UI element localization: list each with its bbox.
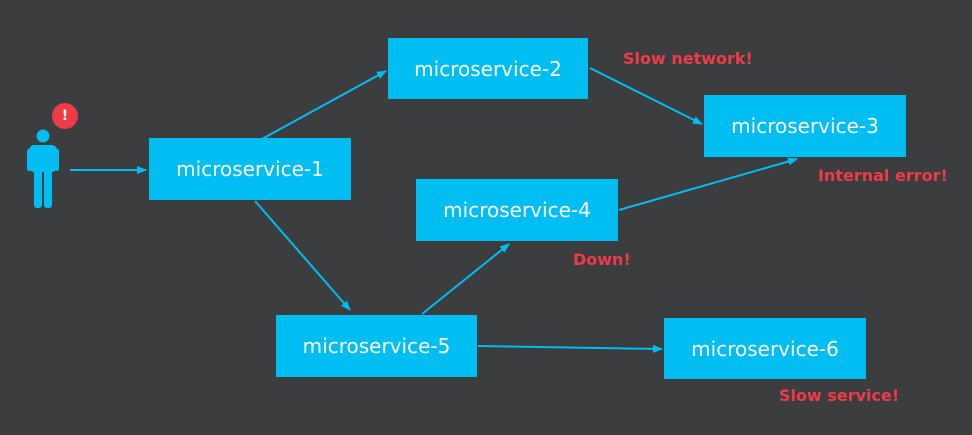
warning-slow-network: Slow network! xyxy=(623,49,753,68)
alert-badge: ! xyxy=(52,103,78,129)
person-icon xyxy=(27,129,59,208)
warning-slow-service: Slow service! xyxy=(779,386,900,405)
edge-ms5-to-ms4 xyxy=(421,243,510,315)
edge-ms1-to-ms5 xyxy=(254,200,351,311)
node-microservice-4[interactable]: microservice-4 xyxy=(416,179,618,241)
edge-ms1-to-ms2 xyxy=(261,70,387,140)
edge-ms5-to-ms6 xyxy=(477,344,663,353)
node-microservice-2[interactable]: microservice-2 xyxy=(388,38,588,99)
node-microservice-5[interactable]: microservice-5 xyxy=(276,315,477,377)
warning-down: Down! xyxy=(573,250,631,269)
warning-internal-error: Internal error! xyxy=(818,166,948,185)
edge-ms4-to-ms3 xyxy=(618,157,798,211)
edge-ms2-to-ms3 xyxy=(589,67,703,125)
node-microservice-3[interactable]: microservice-3 xyxy=(704,95,906,157)
node-microservice-1[interactable]: microservice-1 xyxy=(149,138,351,200)
node-microservice-6[interactable]: microservice-6 xyxy=(664,318,866,379)
